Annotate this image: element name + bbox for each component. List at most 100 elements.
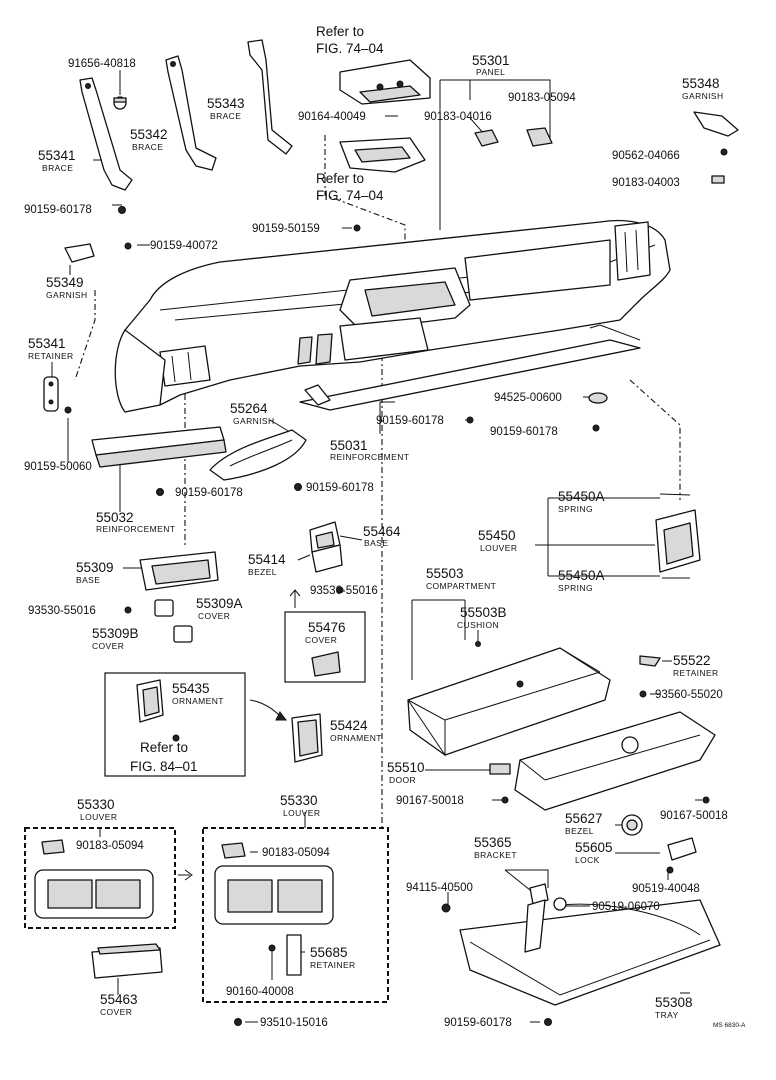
part-callout: 55309 (76, 560, 114, 575)
ornament-55424 (291, 713, 323, 763)
reinforcement-55032 (91, 426, 227, 468)
part-callout: COVER (100, 1007, 132, 1017)
part-callout: 55031 (330, 438, 368, 453)
louver-box-right (202, 827, 389, 1003)
panel-55301 (339, 59, 431, 105)
part-callout: DOOR (389, 775, 416, 785)
tray-55308 (459, 899, 721, 1006)
part-callout: 90167-50018 (396, 795, 464, 807)
part-callout: FIG. 74–04 (316, 41, 384, 56)
compartment-55503 (407, 641, 661, 757)
part-callout: 90159-50060 (24, 461, 92, 473)
cover-55476-box (284, 589, 366, 683)
part-callout: LOUVER (283, 808, 320, 818)
covers-55309 (154, 599, 193, 643)
part-callout: 90183-05094 (262, 847, 330, 859)
part-callout: 55685 (310, 945, 348, 960)
assembly-dashed-lines (74, 135, 681, 830)
part-callout: 55330 (77, 797, 115, 812)
part-callout: LOUVER (80, 812, 117, 822)
part-callout: 90159-40072 (150, 240, 218, 252)
part-callout: 90167-50018 (660, 810, 728, 822)
louver-box-left (24, 827, 193, 929)
part-callout: 90160-40008 (226, 986, 294, 998)
brace-55342 (165, 55, 217, 171)
retainer-55341 (43, 376, 72, 414)
part-callout: 90183-05094 (508, 92, 576, 104)
part-callout: RETAINER (673, 668, 719, 678)
part-callout: 55463 (100, 992, 138, 1007)
part-callout: SPRING (558, 504, 593, 514)
part-callout: 90562-04066 (612, 150, 680, 162)
part-callout: SPRING (558, 583, 593, 593)
part-callout: 90159-60178 (490, 426, 558, 438)
part-callout: Refer to (140, 740, 188, 755)
part-callout: 55308 (655, 995, 693, 1010)
brace-55341 (79, 77, 133, 191)
part-callout: GARNISH (233, 416, 275, 426)
part-callout: CUSHION (457, 620, 499, 630)
clip-91656 (113, 96, 127, 110)
part-callout: 55032 (96, 510, 134, 525)
door-55510 (489, 711, 716, 811)
part-callout: 90159-60178 (376, 415, 444, 427)
part-callout: TRAY (655, 1010, 679, 1020)
part-callout: 55464 (363, 524, 401, 539)
part-callout: FIG. 84–01 (130, 759, 198, 774)
part-callout: BASE (364, 538, 388, 548)
panel-refer-74-04 (339, 137, 426, 173)
part-callout: 90183-04003 (612, 177, 680, 189)
part-callout: 94525-00600 (494, 392, 562, 404)
part-callout: 90164-40049 (298, 111, 366, 123)
part-callout: 90159-60178 (306, 482, 374, 494)
part-callout: 55264 (230, 401, 268, 416)
part-callout: 90183-04016 (424, 111, 492, 123)
part-callout: 55476 (308, 620, 346, 635)
part-callout: 93530-55016 (28, 605, 96, 617)
part-callout: 90519-06070 (592, 901, 660, 913)
part-callout: 55330 (280, 793, 318, 808)
louver-55450 (655, 493, 701, 579)
part-callout: 55309B (92, 626, 139, 641)
part-callout: RETAINER (28, 351, 74, 361)
part-callout: 55424 (330, 718, 368, 733)
part-callout: 55341 (28, 336, 66, 351)
part-callout: RETAINER (310, 960, 356, 970)
part-callout: BEZEL (565, 826, 594, 836)
part-callout: Refer to (316, 24, 364, 39)
part-callout: 55365 (474, 835, 512, 850)
part-callout: COVER (92, 641, 124, 651)
part-callout: REINFORCEMENT (96, 524, 175, 534)
part-callout: GARNISH (46, 290, 88, 300)
part-callout: 91656-40818 (68, 58, 136, 70)
part-callout: 55414 (248, 552, 286, 567)
reinforcement-55031 (299, 324, 641, 411)
callout-labels: Refer to FIG. 74–04 55301 PANEL 91656-40… (24, 24, 746, 1029)
garnish-55348 (693, 111, 739, 184)
part-callout: LOCK (575, 855, 600, 865)
part-callout: 94115-40500 (406, 882, 473, 894)
part-callout: BRACE (210, 111, 241, 121)
clips-90183 (474, 127, 553, 147)
garnish-55264 (209, 429, 307, 481)
part-callout: 55450 (478, 528, 516, 543)
part-callout: BRACE (42, 163, 73, 173)
drawing-code: MS 6830-A (713, 1022, 746, 1029)
part-callout: 55522 (673, 653, 711, 668)
part-callout: 55341 (38, 148, 76, 163)
garnish-55349 (64, 242, 132, 263)
part-callout: 90159-60178 (444, 1017, 512, 1029)
part-callout: 55450A (558, 489, 605, 504)
part-callout: GARNISH (682, 91, 724, 101)
lock-parts (621, 814, 697, 874)
part-callout: REINFORCEMENT (330, 452, 409, 462)
base-55309 (139, 551, 219, 591)
part-callout: 55301 (472, 53, 510, 68)
bracket-55365 (524, 883, 567, 953)
screws (118, 206, 710, 1026)
part-callout: 55450A (558, 568, 605, 583)
part-callout: 55503 (426, 566, 464, 581)
part-callout: 55510 (387, 760, 425, 775)
part-callout: 90159-60178 (175, 487, 243, 499)
